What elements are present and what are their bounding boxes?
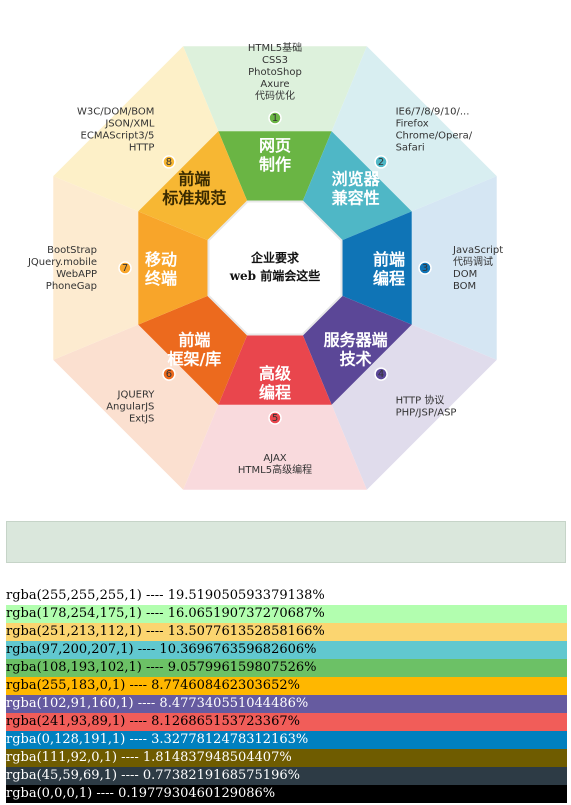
- segment-label-compatibility: 浏览器: [332, 169, 381, 188]
- segment-label-compatibility: 兼容性: [332, 188, 380, 207]
- segment-label-framework: 框架/库: [167, 350, 221, 369]
- segment-programming: [341, 211, 412, 325]
- segment-label-programming: 编程: [373, 269, 405, 288]
- segment-compatibility: [302, 131, 412, 241]
- segment-number-badge: [374, 155, 388, 169]
- outer-skill-web-page: HTML5基础: [248, 41, 302, 54]
- segment-number-badge: [418, 261, 432, 275]
- outer-sector-compatibility: [331, 46, 497, 212]
- outer-skill-server-tech: HTTP 协议: [396, 394, 445, 407]
- segment-number-badge: [118, 261, 132, 275]
- center-octagon: [207, 200, 343, 336]
- segment-label-framework: 前端: [178, 331, 210, 350]
- segment-server-tech: [302, 295, 412, 405]
- segment-framework: [138, 295, 248, 405]
- outer-skill-advanced: AJAX: [263, 453, 286, 464]
- color-preview-bar: [6, 521, 566, 563]
- color-distribution-list: rgba(255,255,255,1) ---- 19.519050593379…: [6, 587, 567, 803]
- segment-web-page: [218, 131, 332, 202]
- outer-skill-standards: ECMAScript3/5: [81, 130, 155, 141]
- outer-sector-standards: [53, 46, 219, 212]
- segment-label-programming: 前端: [373, 250, 405, 269]
- segment-label-advanced: 高级: [259, 364, 292, 383]
- segment-number-badge: [268, 111, 282, 125]
- outer-skill-standards: HTTP: [129, 142, 155, 153]
- center-title: 企业要求: [250, 250, 300, 265]
- outer-skill-server-tech: PHP/JSP/ASP: [396, 408, 457, 419]
- color-swatch-row: rgba(251,213,112,1) ---- 13.507761352858…: [6, 623, 567, 641]
- segment-number-badge: [268, 411, 282, 425]
- segment-label-mobile: 移动: [145, 250, 177, 269]
- outer-skill-standards: JSON/XML: [104, 118, 154, 129]
- segment-advanced: [218, 334, 332, 405]
- segment-number: 5: [272, 413, 278, 424]
- outer-skill-programming: DOM: [453, 269, 477, 280]
- color-swatch-row: rgba(102,91,160,1) ---- 8.47734055104448…: [6, 695, 567, 713]
- outer-skill-advanced: HTML5高级编程: [238, 463, 312, 476]
- color-swatch-row: rgba(0,0,0,1) ---- 0.1977930460129086%: [6, 785, 567, 803]
- color-swatch-row: rgba(111,92,0,1) ---- 1.814837948504407%: [6, 749, 567, 767]
- outer-skill-standards: W3C/DOM/BOM: [77, 106, 154, 117]
- segment-number: 4: [378, 369, 384, 380]
- segment-number: 8: [166, 157, 172, 168]
- outer-skill-mobile: BootStrap: [47, 245, 97, 256]
- color-swatch-row: rgba(0,128,191,1) ---- 3.327781247831216…: [6, 731, 567, 749]
- segment-label-mobile: 终端: [145, 269, 177, 288]
- outer-skill-web-page: PhotoShop: [248, 67, 302, 78]
- color-swatch-row: rgba(255,183,0,1) ---- 8.774608462303652…: [6, 677, 567, 695]
- segment-number: 6: [166, 369, 172, 380]
- color-swatch-row: rgba(45,59,69,1) ---- 0.7738219168575196…: [6, 767, 567, 785]
- outer-skill-compatibility: Safari: [396, 142, 425, 153]
- outer-skill-framework: JQUERY: [117, 390, 156, 401]
- segment-number: 3: [422, 263, 428, 274]
- color-swatch-row: rgba(255,255,255,1) ---- 19.519050593379…: [6, 587, 567, 605]
- outer-skill-mobile: JQuery.mobile: [27, 257, 97, 268]
- segment-number: 1: [272, 113, 278, 124]
- segment-label-web-page: 网页: [259, 136, 291, 155]
- outer-sector-web-page: [183, 46, 367, 132]
- segment-number: 7: [122, 263, 128, 274]
- outer-skill-compatibility: IE6/7/8/9/10/...: [396, 106, 470, 117]
- segment-label-web-page: 制作: [259, 155, 291, 174]
- color-swatch-row: rgba(108,193,102,1) ---- 9.0579961598075…: [6, 659, 567, 677]
- segment-label-advanced: 编程: [259, 383, 291, 402]
- outer-sector-mobile: [53, 176, 139, 360]
- segment-number-badge: [162, 155, 176, 169]
- outer-skill-programming: 代码调试: [453, 255, 493, 268]
- segment-label-server-tech: 技术: [340, 350, 372, 369]
- color-swatch-row: rgba(241,93,89,1) ---- 8.126865153723367…: [6, 713, 567, 731]
- segment-number-badge: [374, 367, 388, 381]
- center-subtitle: web 前端会这些: [229, 268, 321, 283]
- color-swatch-row: rgba(97,200,207,1) ---- 10.3696763596826…: [6, 641, 567, 659]
- outer-skill-web-page: Axure: [260, 79, 289, 90]
- outer-sector-server-tech: [331, 324, 497, 490]
- color-swatch-row: rgba(178,254,175,1) ---- 16.065190737270…: [6, 605, 567, 623]
- outer-skill-mobile: WebAPP: [56, 269, 97, 280]
- segment-label-standards: 标准规范: [161, 188, 226, 207]
- segment-mobile: [138, 211, 209, 325]
- segment-standards: [138, 131, 248, 241]
- outer-skill-programming: BOM: [453, 281, 476, 292]
- outer-sector-programming: [411, 176, 497, 360]
- outer-skill-web-page: 代码优化: [255, 89, 295, 102]
- outer-skill-programming: JavaScript: [452, 245, 503, 256]
- segment-number-badge: [162, 367, 176, 381]
- outer-skill-web-page: CSS3: [262, 55, 288, 66]
- segment-label-server-tech: 服务器端: [324, 331, 388, 350]
- outer-skill-compatibility: Firefox: [396, 118, 429, 129]
- outer-sector-advanced: [183, 404, 367, 490]
- outer-skill-framework: ExtJS: [129, 414, 154, 425]
- outer-sector-framework: [53, 324, 219, 490]
- outer-skill-framework: AngularJS: [106, 402, 154, 413]
- segment-label-standards: 前端: [178, 169, 210, 188]
- segment-number: 2: [378, 157, 384, 168]
- outer-skill-compatibility: Chrome/Opera/: [396, 130, 473, 141]
- outer-skill-mobile: PhoneGap: [46, 281, 97, 292]
